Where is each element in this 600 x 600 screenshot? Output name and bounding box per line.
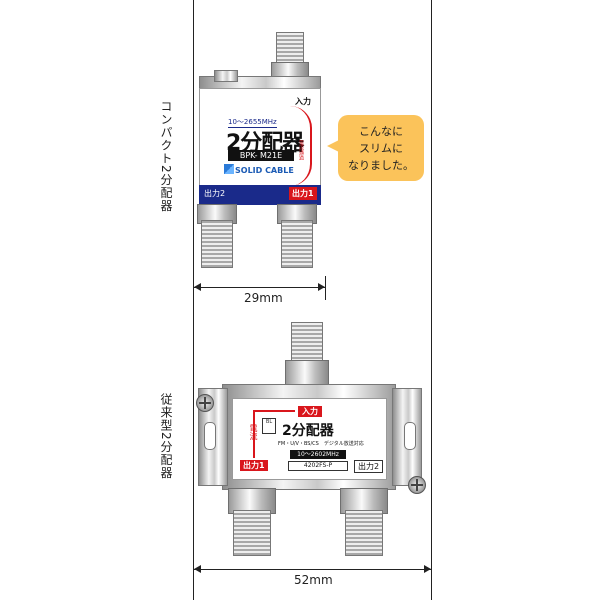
compact-width-label: 29mm [244,291,283,305]
standard-bands: FM・U/V・BS/CS デジタル放送対応 [278,441,364,447]
compact-out1-label: 出力1 [289,187,317,200]
standard-dim-arrow-left-icon [194,565,201,573]
standard-check-mark: BL [262,418,276,434]
standard-out2-connector [345,510,383,556]
standard-slot-left [204,422,216,450]
standard-out2-label: 出力2 [354,460,384,473]
compact-out2-label: 出力2 [204,189,226,198]
standard-input-label: 入力 [298,406,322,417]
compact-tab [214,70,238,82]
speech-bubble: こんなに スリムに なりました。 [338,115,424,181]
standard-current-line-h [253,410,295,412]
standard-dim-line [194,569,431,570]
compact-input-connector [276,32,304,66]
standard-out1-hex [228,488,276,514]
standard-title: 2分配器 [282,423,334,439]
standard-dim-arrow-right-icon [424,565,431,573]
compact-dim-arrow-right-icon [318,283,325,291]
compact-out1-connector [281,220,313,268]
standard-width-label: 52mm [294,573,333,587]
standard-input-connector [291,322,323,364]
compact-dim-arrow-left-icon [194,283,201,291]
standard-input-hex [285,360,329,386]
compact-freq: 10～2655MHz [228,118,277,128]
standard-current-line-v [253,410,255,458]
screw-top-left-icon [196,394,214,412]
compact-current-arrow [290,106,312,186]
standard-out1-connector [233,510,271,556]
bubble-tail [327,140,339,152]
compact-brand: SOLID CABLE [235,166,294,175]
standard-side-label: 従来型2分配器 [159,393,173,480]
compact-out2-connector [201,220,233,268]
standard-model: 4202FS-P [288,461,348,471]
right-guide-line [431,0,432,600]
screw-bottom-right-icon [408,476,426,494]
compact-model: BPK- M21E [228,150,294,161]
standard-current-label: 電流 [249,424,258,440]
standard-out1-label: 出力1 [240,460,268,471]
standard-dim-tick-right [431,558,432,580]
compact-current-pass: 電流通過 [298,140,304,160]
standard-freq: 10～2602MHz [290,450,346,459]
left-guide-line [193,0,194,600]
compact-dim-line [194,287,325,288]
standard-dim-tick-left [193,558,194,580]
standard-slot-right [404,422,416,450]
solid-cable-logo-icon [224,164,234,174]
compact-dim-tick-left [193,276,194,300]
compact-side-label: コンパクト2分配器 [159,100,173,213]
compact-input-label: 入力 [295,97,311,106]
compact-dim-tick-right [325,276,326,300]
